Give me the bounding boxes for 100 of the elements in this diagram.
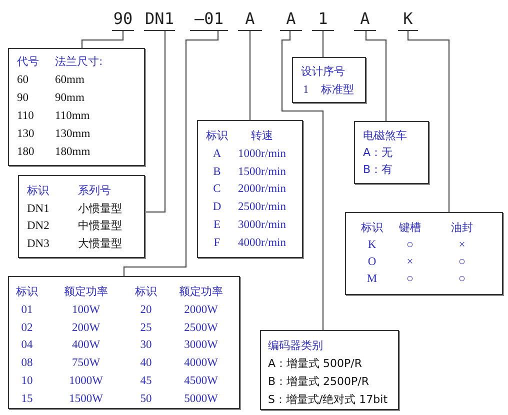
table-text: 02 bbox=[21, 320, 33, 335]
table-text: 中惯量型 bbox=[78, 219, 122, 233]
leader-line bbox=[82, 30, 124, 48]
column-header: 法兰尺寸: bbox=[55, 55, 103, 69]
column-header: 键槽 bbox=[399, 221, 421, 235]
table-text: 130 bbox=[17, 127, 34, 141]
table-text: 4000r/min bbox=[238, 236, 286, 250]
design-number-box bbox=[292, 57, 366, 103]
leader-line bbox=[366, 30, 386, 122]
table-text: E bbox=[213, 218, 221, 232]
table-text: A：无 bbox=[363, 146, 393, 160]
leader-line bbox=[322, 30, 324, 58]
model-code-segment: K bbox=[398, 8, 418, 31]
table-text: 4000W bbox=[184, 356, 218, 370]
table-text: 30 bbox=[140, 338, 152, 352]
rated-power-table bbox=[8, 276, 240, 409]
table-text: 标准型 bbox=[321, 83, 354, 97]
table-text: 15 bbox=[21, 392, 33, 406]
table-text: 大惯量型 bbox=[78, 236, 122, 250]
table-text: C bbox=[213, 182, 221, 196]
table-text: × bbox=[458, 238, 466, 252]
table-text: 20 bbox=[140, 302, 152, 317]
table-text: D bbox=[212, 200, 222, 214]
brake-option-box bbox=[354, 121, 429, 184]
table-text: 60mm bbox=[55, 73, 84, 87]
column-header: 额定功率 bbox=[179, 285, 223, 299]
column-header: 代号 bbox=[17, 55, 39, 69]
table-text: DN1 bbox=[27, 202, 50, 216]
table-text: 1 bbox=[303, 83, 309, 97]
table-text: 04 bbox=[21, 338, 33, 352]
speed-table bbox=[197, 120, 303, 258]
table-text: F bbox=[214, 236, 220, 250]
model-code-segment: 1 bbox=[312, 8, 334, 31]
flange-size-table bbox=[8, 48, 145, 166]
column-header: 标识 bbox=[361, 221, 383, 235]
table-text: 2000W bbox=[184, 302, 218, 317]
table-text: 1000W bbox=[69, 374, 103, 388]
table-text: 2500r/min bbox=[238, 200, 286, 214]
table-text: 60 bbox=[17, 73, 28, 87]
table-text: 45 bbox=[140, 374, 152, 388]
column-header: 标识 bbox=[16, 285, 38, 299]
column-header: 标识 bbox=[27, 184, 49, 198]
table-text: O bbox=[368, 255, 376, 269]
column-header: 电磁煞车 bbox=[363, 129, 407, 143]
table-text: 1500r/min bbox=[238, 164, 286, 179]
table-text: 110 bbox=[17, 109, 34, 123]
leader-line bbox=[282, 30, 324, 330]
table-text: 110mm bbox=[55, 109, 90, 123]
table-text: 08 bbox=[21, 356, 33, 370]
table-text: 25 bbox=[140, 320, 152, 335]
table-text: 180mm bbox=[55, 145, 90, 159]
table-text: 1500W bbox=[69, 392, 103, 406]
table-text: ○ bbox=[458, 272, 466, 286]
table-text: ○ bbox=[406, 272, 414, 286]
key-seal-table bbox=[345, 212, 503, 295]
table-text: B：增量式 2500P/R bbox=[268, 375, 370, 389]
table-text: 小惯量型 bbox=[78, 202, 122, 216]
table-text: 10 bbox=[21, 374, 33, 388]
column-header: 设计序号 bbox=[301, 65, 345, 79]
column-header: 编码器类别 bbox=[268, 339, 323, 353]
table-text: 90mm bbox=[55, 91, 84, 105]
leader-line bbox=[124, 30, 218, 276]
model-code-segment: A bbox=[280, 8, 302, 31]
table-text: ○ bbox=[458, 255, 466, 269]
table-text: B：有 bbox=[363, 163, 393, 177]
table-text: M bbox=[366, 272, 378, 286]
table-text: DN3 bbox=[27, 236, 50, 250]
model-code-segment: A bbox=[238, 8, 262, 31]
table-text: 3000r/min bbox=[238, 218, 286, 232]
table-text: 4500W bbox=[184, 374, 218, 388]
column-header: 标识 bbox=[206, 129, 228, 143]
table-text: 200W bbox=[72, 320, 100, 335]
table-text: S：增量式/绝对式 17bit bbox=[268, 393, 388, 407]
column-header: 标识 bbox=[135, 285, 157, 299]
table-text: 40 bbox=[140, 356, 152, 370]
leader-line bbox=[144, 30, 166, 212]
column-header: 油封 bbox=[451, 221, 473, 235]
table-text: 180 bbox=[17, 145, 34, 159]
table-text: 50 bbox=[140, 392, 152, 406]
table-text: 1000r/min bbox=[238, 146, 286, 161]
table-text: ○ bbox=[406, 238, 414, 252]
table-text: × bbox=[406, 255, 414, 269]
model-code-segment: 90 bbox=[112, 8, 134, 31]
table-text: 130mm bbox=[55, 127, 90, 141]
column-header: 系列号 bbox=[78, 184, 111, 198]
table-text: 750W bbox=[72, 356, 100, 370]
table-text: K bbox=[368, 238, 376, 252]
model-code-segment: —01 bbox=[190, 8, 228, 31]
table-text: 3000W bbox=[184, 338, 218, 352]
model-code-segment: A bbox=[354, 8, 376, 31]
table-text: 400W bbox=[72, 338, 100, 352]
table-text: A bbox=[212, 146, 222, 161]
table-text: 100W bbox=[72, 302, 100, 317]
leader-line bbox=[408, 30, 450, 212]
table-text: A：增量式 500P/R bbox=[268, 357, 362, 371]
model-code-segment: DN1 bbox=[144, 8, 175, 31]
table-text: 2000r/min bbox=[238, 182, 286, 196]
column-header: 额定功率 bbox=[64, 285, 108, 299]
column-header: 转速 bbox=[251, 129, 273, 143]
series-table bbox=[18, 175, 145, 258]
